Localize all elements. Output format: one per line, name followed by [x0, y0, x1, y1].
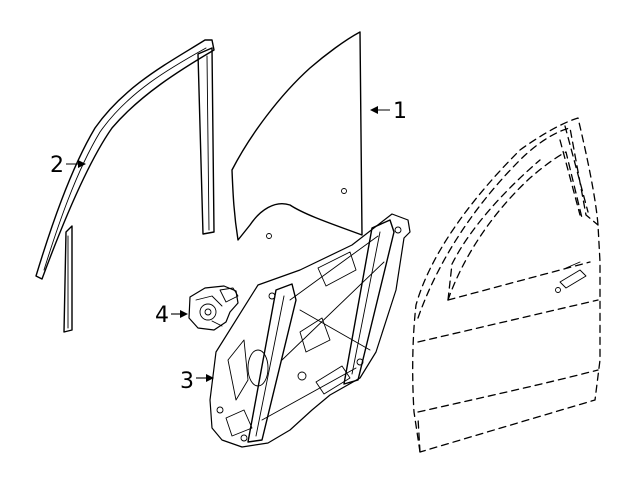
arrowhead-icon: [206, 374, 214, 382]
callout-label: 2: [50, 153, 64, 178]
callout-4: 4: [155, 303, 188, 328]
callout-label: 3: [180, 369, 194, 394]
window-glass: [231, 31, 363, 241]
arrowhead-icon: [78, 160, 86, 168]
regulator-motor: [188, 285, 239, 331]
door-shell: [412, 117, 601, 453]
arrowhead-icon: [180, 310, 188, 318]
window-regulator: [209, 213, 411, 448]
callout-label: 4: [155, 303, 169, 328]
callout-2: 2: [50, 153, 86, 178]
glass-run-channel: [35, 39, 215, 333]
callout-1: 1: [370, 99, 407, 124]
callout-3: 3: [180, 369, 214, 394]
callout-label: 1: [393, 99, 407, 124]
arrowhead-icon: [370, 106, 378, 114]
